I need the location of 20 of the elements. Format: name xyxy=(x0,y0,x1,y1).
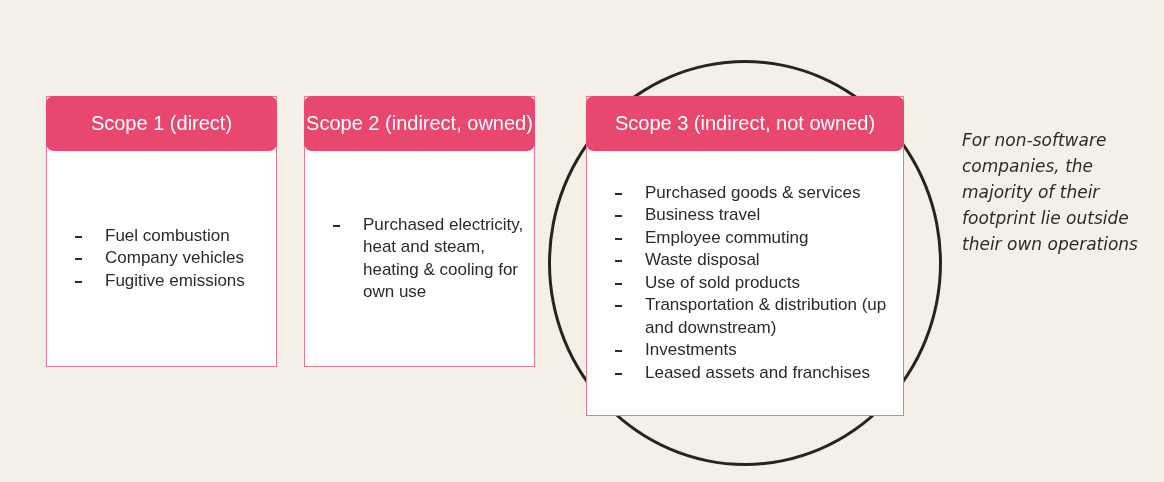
scope-heading: Scope 1 (direct) xyxy=(46,96,277,151)
list-item: Transportation & distribution (up and downstream) xyxy=(645,295,887,337)
scope-card xyxy=(304,96,535,367)
list-item: Fuel combustion xyxy=(105,225,230,245)
list-item: Purchased electricity, heat and steam, heating & cooling for own use xyxy=(363,214,524,301)
list-item: Employee commuting xyxy=(645,227,809,247)
list-item: Leased assets and franchises xyxy=(645,362,870,382)
scope-card xyxy=(46,96,277,367)
list-item: Use of sold products xyxy=(645,272,800,292)
circle-outline xyxy=(548,60,942,466)
list-item: Investments xyxy=(645,340,737,360)
scope-heading: Scope 2 (indirect, owned) xyxy=(304,96,535,151)
scope-heading: Scope 3 (indirect, not owned) xyxy=(586,96,904,151)
scope-card xyxy=(586,96,904,416)
list-item: Business travel xyxy=(645,205,761,225)
list-item: Fugitive emissions xyxy=(105,270,245,290)
side-note: For non-software companies, the majority of their footprint lie outside their own operations xyxy=(962,129,1139,256)
list-item: Purchased goods & services xyxy=(645,182,861,202)
list-item: Waste disposal xyxy=(645,250,760,270)
list-item: Company vehicles xyxy=(105,248,244,268)
